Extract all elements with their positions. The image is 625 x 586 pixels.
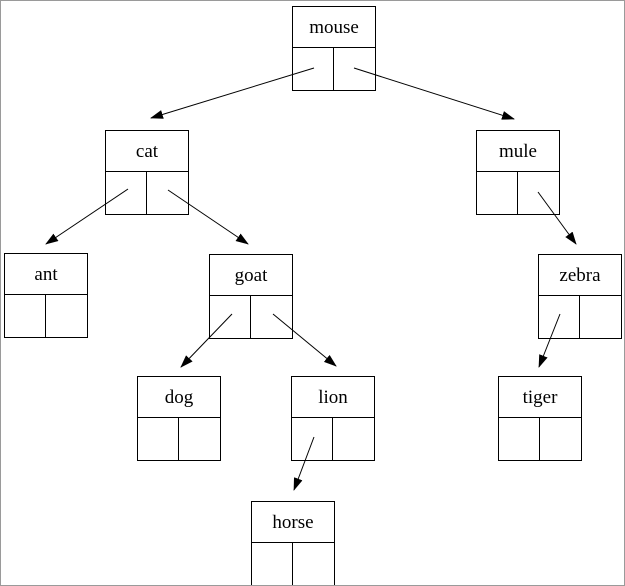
left-pointer-cell [210, 296, 251, 338]
left-pointer-cell [106, 172, 147, 214]
left-pointer-cell [292, 418, 333, 460]
tree-node-goat: goat [209, 254, 293, 339]
node-label: mouse [293, 7, 375, 48]
right-pointer-cell [334, 48, 375, 90]
left-pointer-cell [477, 172, 518, 214]
tree-node-horse: horse [251, 501, 335, 585]
right-pointer-cell [580, 296, 621, 338]
tree-node-ant: ant [4, 253, 88, 338]
node-label: lion [292, 377, 374, 418]
right-pointer-cell [46, 295, 87, 337]
right-pointer-cell [251, 296, 292, 338]
tree-node-zebra: zebra [538, 254, 622, 339]
right-pointer-cell [179, 418, 220, 460]
node-pointer-cells [293, 48, 375, 90]
tree-node-mouse: mouse [292, 6, 376, 91]
node-label: zebra [539, 255, 621, 296]
left-pointer-cell [499, 418, 540, 460]
left-pointer-cell [252, 543, 293, 585]
node-pointer-cells [252, 543, 334, 585]
tree-node-dog: dog [137, 376, 221, 461]
right-pointer-cell [147, 172, 188, 214]
node-pointer-cells [210, 296, 292, 338]
tree-node-tiger: tiger [498, 376, 582, 461]
right-pointer-cell [333, 418, 374, 460]
tree-node-mule: mule [476, 130, 560, 215]
left-pointer-cell [5, 295, 46, 337]
right-pointer-cell [293, 543, 334, 585]
node-label: ant [5, 254, 87, 295]
left-pointer-cell [539, 296, 580, 338]
right-pointer-cell [518, 172, 559, 214]
node-pointer-cells [138, 418, 220, 460]
left-pointer-cell [138, 418, 179, 460]
tree-node-cat: cat [105, 130, 189, 215]
node-label: tiger [499, 377, 581, 418]
tree-node-lion: lion [291, 376, 375, 461]
node-pointer-cells [539, 296, 621, 338]
node-label: cat [106, 131, 188, 172]
node-label: dog [138, 377, 220, 418]
edge-mouse-left-to-cat [150, 67, 315, 119]
node-label: goat [210, 255, 292, 296]
right-pointer-cell [540, 418, 581, 460]
node-pointer-cells [499, 418, 581, 460]
node-pointer-cells [477, 172, 559, 214]
node-label: mule [477, 131, 559, 172]
edge-mouse-right-to-mule [353, 67, 515, 120]
node-pointer-cells [292, 418, 374, 460]
node-label: horse [252, 502, 334, 543]
node-pointer-cells [5, 295, 87, 337]
node-pointer-cells [106, 172, 188, 214]
left-pointer-cell [293, 48, 334, 90]
